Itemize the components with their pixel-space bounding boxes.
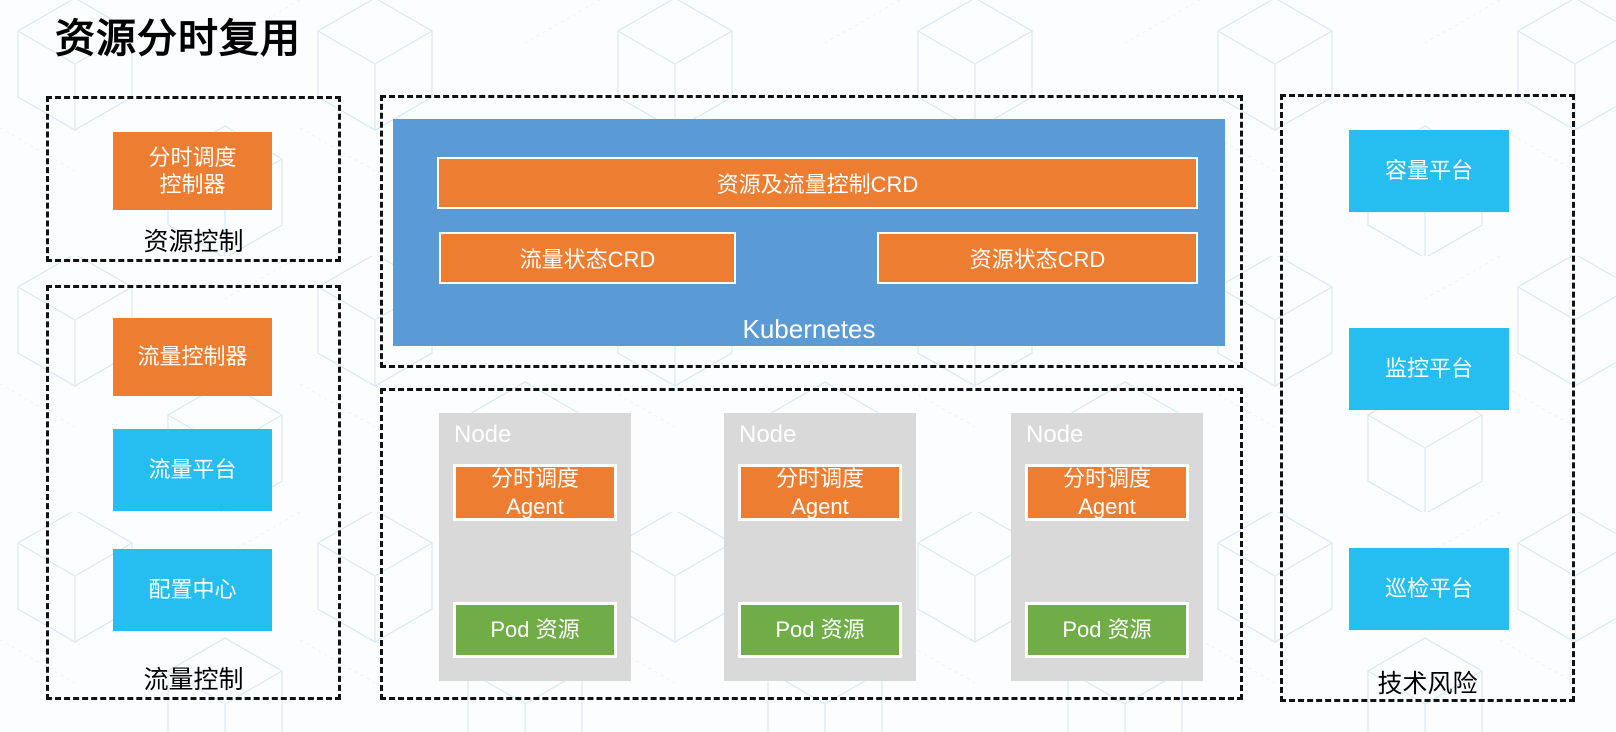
- node-box-2: Node 分时调度 Agent Pod 资源: [724, 413, 916, 681]
- node-label: Node: [1026, 421, 1084, 448]
- node-box-1: Node 分时调度 Agent Pod 资源: [439, 413, 631, 681]
- kubernetes-container: 资源及流量控制CRD 流量状态CRD 资源状态CRD Kubernetes: [393, 119, 1225, 346]
- page-title: 资源分时复用: [55, 17, 301, 61]
- group-tech-risk-label: 技术风险: [1377, 670, 1478, 698]
- box-inspection-platform: 巡检平台: [1349, 548, 1509, 630]
- box-pod-resource: Pod 资源: [1025, 602, 1189, 658]
- node-label: Node: [739, 421, 797, 448]
- group-kubernetes: 资源及流量控制CRD 流量状态CRD 资源状态CRD Kubernetes: [380, 95, 1243, 368]
- box-capacity-platform: 容量平台: [1349, 130, 1509, 212]
- box-crd-traffic-state: 流量状态CRD: [439, 232, 736, 284]
- group-nodes: Node 分时调度 Agent Pod 资源 Node 分时调度 Agent P…: [380, 388, 1243, 700]
- node-box-3: Node 分时调度 Agent Pod 资源: [1011, 413, 1203, 681]
- box-timeshare-agent: 分时调度 Agent: [1025, 464, 1189, 521]
- node-label: Node: [454, 421, 512, 448]
- group-traffic-control: 流量控制器 流量平台 配置中心 流量控制: [46, 285, 341, 700]
- box-pod-resource: Pod 资源: [738, 602, 902, 658]
- box-timeshare-controller: 分时调度 控制器: [113, 132, 272, 210]
- box-crd-resource-and-traffic: 资源及流量控制CRD: [437, 157, 1198, 209]
- group-resource-control: 分时调度 控制器 资源控制: [46, 96, 341, 262]
- box-traffic-controller: 流量控制器: [113, 318, 272, 396]
- box-traffic-platform: 流量平台: [113, 429, 272, 511]
- group-tech-risk: 容量平台 监控平台 巡检平台 技术风险: [1280, 94, 1575, 702]
- box-timeshare-agent: 分时调度 Agent: [738, 464, 902, 521]
- group-resource-control-label: 资源控制: [143, 228, 244, 256]
- box-config-center: 配置中心: [113, 549, 272, 631]
- box-monitoring-platform: 监控平台: [1349, 328, 1509, 410]
- box-pod-resource: Pod 资源: [453, 602, 617, 658]
- kubernetes-label: Kubernetes: [742, 314, 876, 344]
- box-timeshare-agent: 分时调度 Agent: [453, 464, 617, 521]
- box-crd-resource-state: 资源状态CRD: [877, 232, 1198, 284]
- group-traffic-control-label: 流量控制: [143, 666, 244, 694]
